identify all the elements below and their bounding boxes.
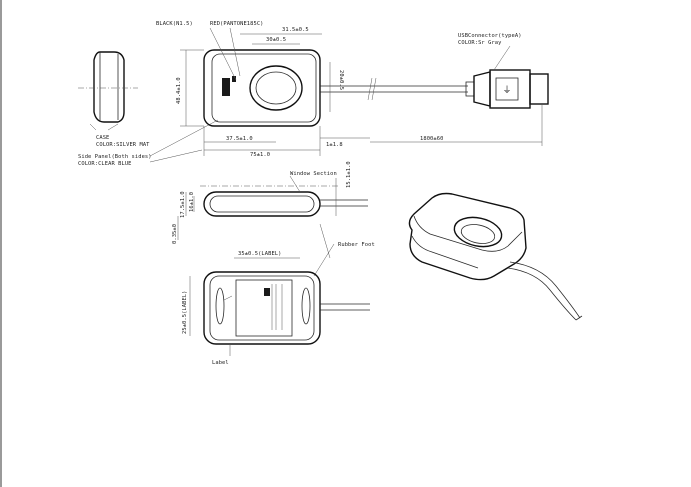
red-pantone-label: RED(PANTONE185C) xyxy=(210,21,264,27)
dim-1800-label: 1800±60 xyxy=(420,136,443,142)
dim-25-label-label: 25±0.5(LABEL) xyxy=(182,291,188,335)
label-callout: Label xyxy=(212,360,229,366)
dim-0-35-label: 0.35±0 xyxy=(172,224,178,244)
dim-1x8-label: 1±1.8 xyxy=(326,142,343,148)
side-panel-label: Side Panel(Both sides) xyxy=(78,154,152,160)
dim-30-label: 30±0.5 xyxy=(266,37,286,43)
perspective-view xyxy=(408,192,583,321)
dim-48-4-label: 48.4±1.0 xyxy=(176,77,182,104)
front-view xyxy=(200,185,368,217)
case-color-label: COLOR:SILVER MAT xyxy=(96,142,150,148)
black-ink-label: BLACK(N1.5) xyxy=(156,21,193,27)
dim-35-label-label: 35±0.5(LABEL) xyxy=(238,251,282,257)
usb-symbol-icon: ⏚ xyxy=(502,85,511,96)
case-label: CASE xyxy=(96,135,109,141)
dim-17-5-label: 17.5±1.0 xyxy=(180,191,186,218)
rubber-foot-label: Rubber Foot xyxy=(338,242,375,248)
dim-37-5-label: 37.5±1.0 xyxy=(226,136,253,142)
usb-connector-label: USBConnector(typeA) xyxy=(458,33,522,39)
dim-75-label: 75±1.0 xyxy=(250,152,270,158)
side-panel-color-label: COLOR:CLEAR BLUE xyxy=(78,161,132,167)
dim-16-label: 16±1.0 xyxy=(189,192,195,212)
bottom-view xyxy=(203,271,370,345)
top-view: ⏚ xyxy=(203,45,549,127)
logo-mark-icon xyxy=(222,78,230,96)
side-view xyxy=(78,51,138,131)
dim-15-1-label: 15.1±1.0 xyxy=(346,161,352,188)
frame-left-edge xyxy=(0,0,2,487)
window-section-label: Window Section xyxy=(290,171,337,177)
dim-31-5-label: 31.5±0.5 xyxy=(282,27,309,33)
usb-color-label: COLOR:Sr Gray xyxy=(458,40,502,46)
dim-20-label: 20±0.5 xyxy=(338,70,344,90)
